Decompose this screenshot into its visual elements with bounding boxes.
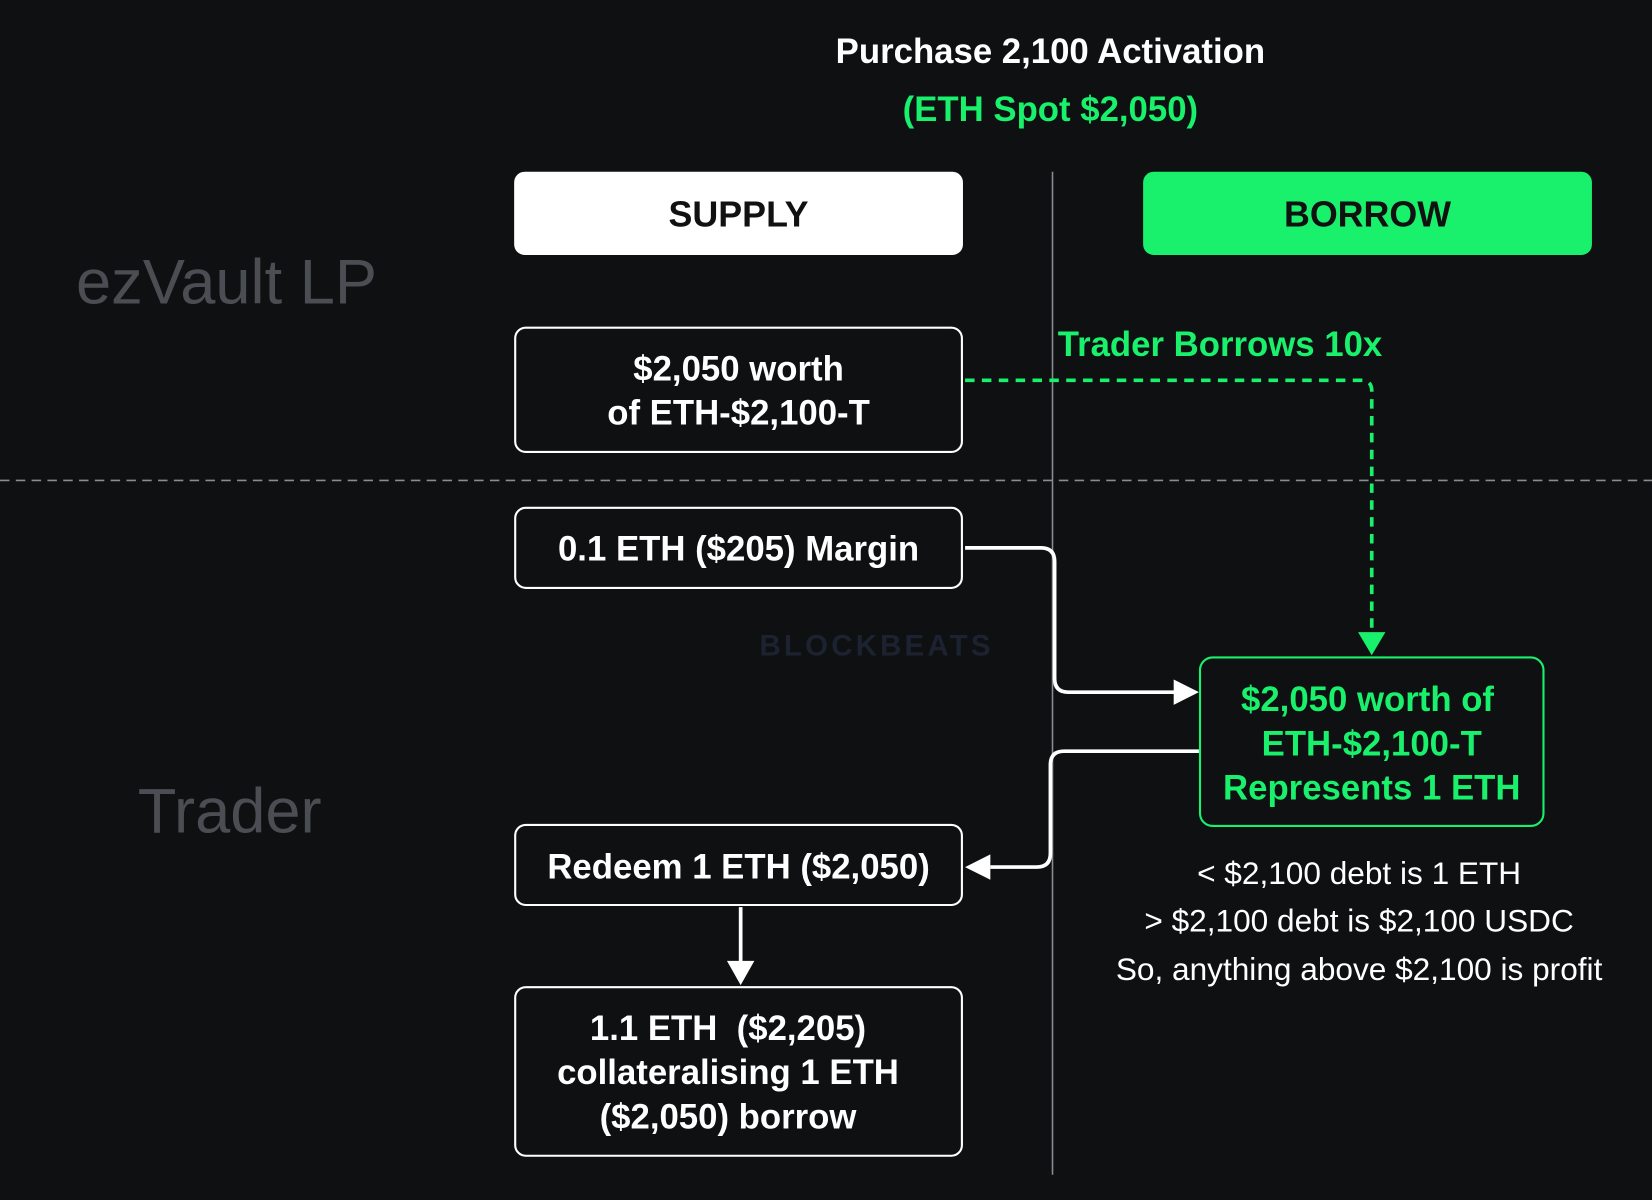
margin-box-label: 0.1 ETH ($205) Margin (558, 530, 919, 568)
borrow-box-line-3: Represents 1 ETH (1223, 770, 1520, 808)
watermark: BLOCKBEATS (759, 629, 993, 662)
borrow-header-label: BORROW (1284, 195, 1451, 235)
down-arrow-head (726, 960, 755, 986)
collateral-line-1: 1.1 ETH ($2,205) (590, 1010, 866, 1048)
borrow-box-line-2: ETH-$2,100-T (1262, 725, 1482, 763)
row-label-trader: Trader (138, 776, 322, 846)
supply-header-label: SUPPLY (669, 195, 809, 235)
redeem-arrow-head (965, 854, 991, 880)
borrowed-asset-box (1198, 656, 1545, 828)
margin-box (514, 506, 963, 589)
note-3: So, anything above $2,100 is profit (1116, 951, 1603, 987)
margin-arrow (965, 546, 1176, 695)
diagram-title: Purchase 2,100 Activation (836, 33, 1265, 71)
margin-arrow-head (1173, 679, 1199, 705)
note-2: > $2,100 debt is $2,100 USDC (1144, 902, 1573, 938)
collateral-box (514, 986, 963, 1157)
supply-header (514, 171, 963, 255)
borrow-box-line-1: $2,050 worth of (1241, 681, 1494, 719)
borrow-arrow-head (1358, 632, 1386, 656)
lp-box-line-2: of ETH-$2,100-T (607, 395, 870, 433)
redeem-box (514, 823, 963, 907)
redeem-arrow (990, 749, 1199, 869)
row-label-lp: ezVault LP (76, 247, 377, 317)
note-1: < $2,100 debt is 1 ETH (1197, 855, 1521, 891)
borrow-note: Trader Borrows 10x (1058, 326, 1383, 364)
collateral-line-2: collateralising 1 ETH (557, 1054, 899, 1092)
redeem-box-label: Redeem 1 ETH ($2,050) (547, 849, 929, 887)
diagram-subtitle: (ETH Spot $2,050) (903, 91, 1198, 129)
collateral-line-3: ($2,050) borrow (600, 1098, 858, 1136)
borrow-header (1143, 171, 1592, 255)
borrow-dotted-arrow (965, 378, 1374, 633)
lp-supply-box (514, 326, 963, 454)
lp-box-line-1: $2,050 worth (633, 350, 844, 388)
